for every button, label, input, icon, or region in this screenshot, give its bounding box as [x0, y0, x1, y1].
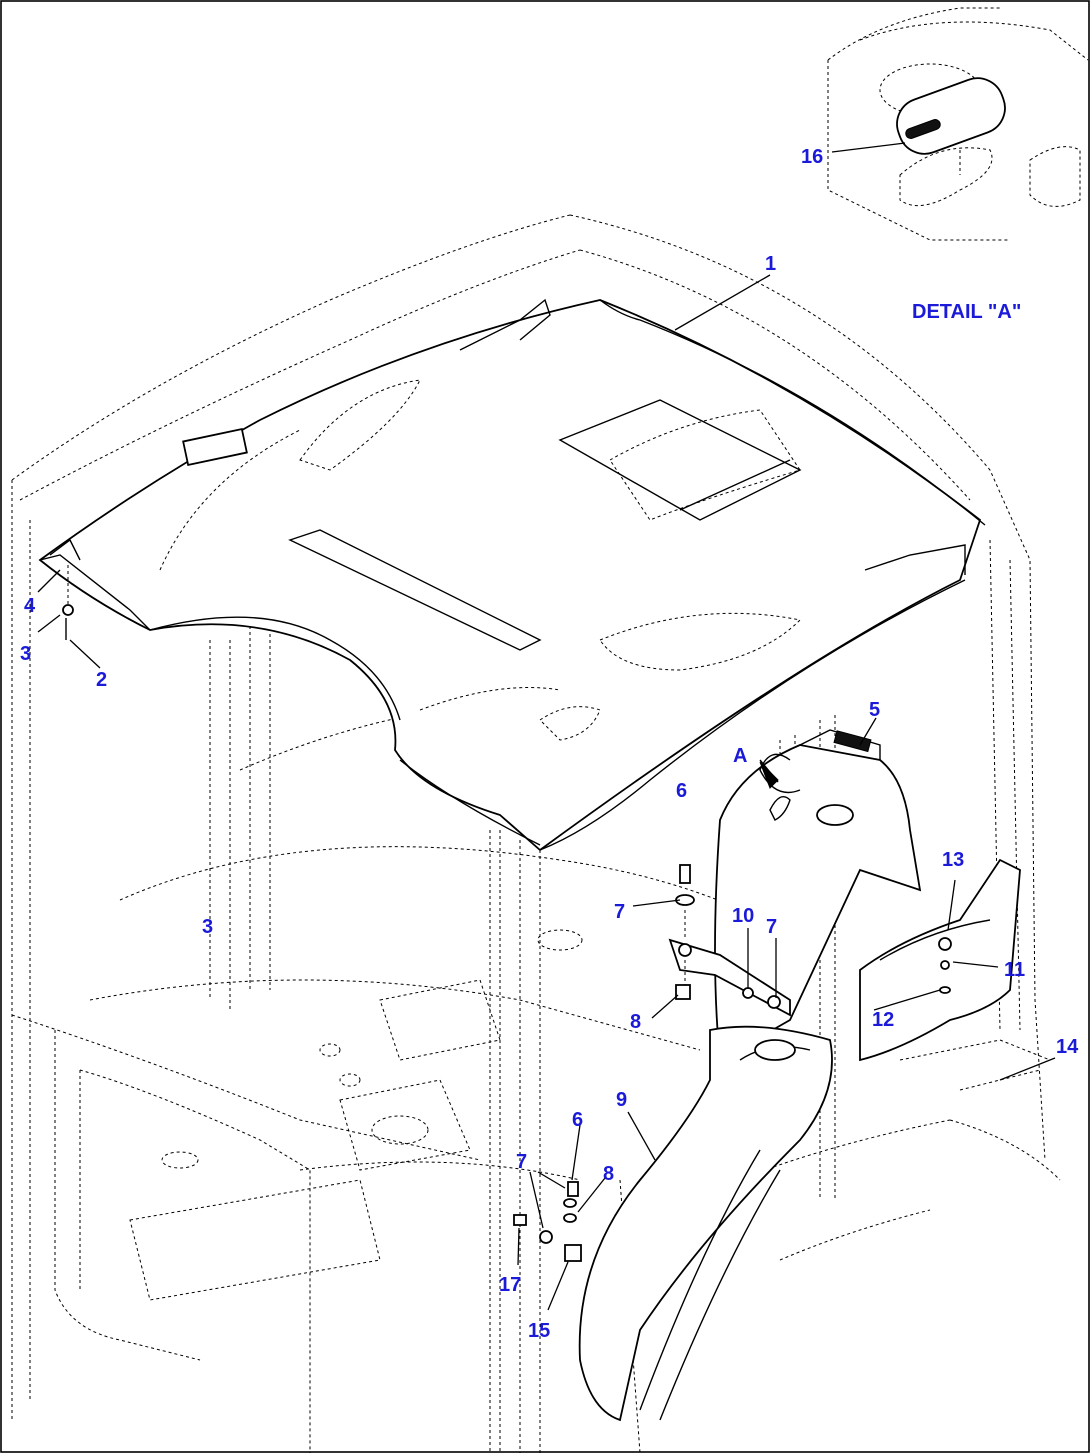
callout-16: 16 [801, 146, 823, 168]
callout-7: 7 [614, 901, 625, 923]
callout-6-lower: 6 [572, 1109, 583, 1131]
callout-1: 1 [765, 253, 776, 275]
callout-7-lower: 7 [516, 1151, 527, 1173]
callout-7-washer: 7 [766, 916, 777, 938]
callout-8-lower: 8 [603, 1163, 614, 1185]
callout-2: 2 [96, 669, 107, 691]
callout-8: 8 [630, 1011, 641, 1033]
view-arrow-a [759, 753, 801, 794]
callout-15: 15 [528, 1320, 550, 1342]
callout-5: 5 [869, 699, 880, 721]
callout-6: 6 [676, 780, 687, 802]
callout-9: 9 [616, 1089, 627, 1111]
callout-11: 11 [1004, 959, 1025, 981]
callout-4: 4 [24, 595, 36, 617]
leader-lines [37, 142, 1056, 1311]
detail-a-title: DETAIL "A" [912, 301, 1021, 323]
view-marker-a: A [733, 745, 747, 767]
callout-12: 12 [872, 1009, 894, 1031]
detail-a-inset [827, 7, 1089, 241]
callout-3: 3 [20, 643, 31, 665]
callout-3-bracket: 3 [202, 916, 213, 938]
callout-10: 10 [732, 905, 754, 927]
bracket-fasteners [513, 864, 791, 1262]
side-trim-right-group [859, 858, 1021, 1062]
callout-17: 17 [499, 1274, 521, 1296]
roof-lining-part-1 [38, 298, 986, 852]
left-fastener-group [49, 538, 81, 640]
side-trim-part-9 [578, 1025, 833, 1422]
callout-labels: 16 1 4 3 2 5 6 7 3 10 7 13 11 8 12 14 9 … [20, 146, 1079, 1342]
pillar-trim-part-5 [714, 729, 922, 1062]
callout-13: 13 [942, 849, 964, 871]
callout-14: 14 [1056, 1036, 1079, 1058]
room-lamp-part-16 [896, 77, 1006, 155]
